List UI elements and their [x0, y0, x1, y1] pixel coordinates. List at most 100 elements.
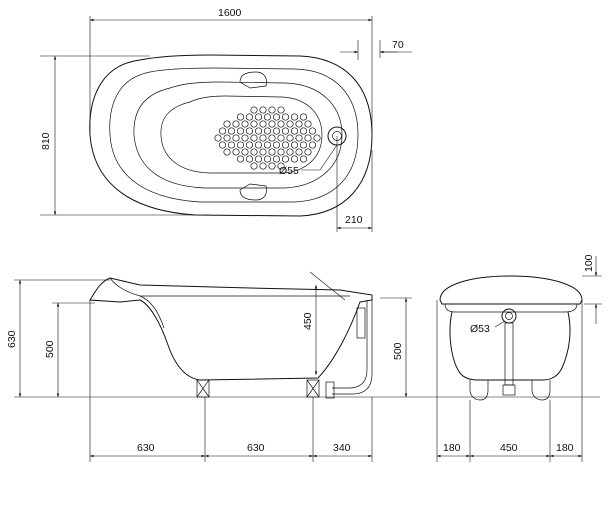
anti-slip-dot [227, 141, 236, 149]
anti-slip-dot [223, 148, 231, 156]
waste-outer [501, 308, 517, 324]
anti-slip-dot [290, 141, 299, 149]
anti-slip-dot [250, 134, 258, 142]
anti-slip-dot [290, 155, 299, 163]
anti-slip-dot [299, 127, 308, 135]
tub-floor [160, 95, 323, 174]
dim-overflow-depth-value: 450 [302, 312, 314, 330]
anti-slip-dot [236, 127, 245, 135]
anti-slip-dot [299, 155, 308, 163]
anti-slip-dot [232, 120, 240, 128]
anti-slip-dot [241, 134, 249, 142]
anti-slip-dot [268, 120, 276, 128]
anti-slip-dot [236, 141, 245, 149]
dim-segment-a-value: 630 [137, 442, 155, 454]
anti-slip-dot [295, 120, 303, 128]
anti-slip-dot [295, 148, 303, 156]
dim-total-height-value: 630 [6, 330, 18, 348]
anti-slip-dot [304, 134, 312, 142]
anti-slip-dot [308, 141, 317, 149]
dim-rim-right-value: 500 [392, 342, 404, 360]
anti-slip-dot [236, 155, 245, 163]
dim-drain-end-value: 70 [392, 39, 404, 51]
anti-slip-dot [250, 162, 258, 170]
anti-slip-dot [254, 127, 263, 135]
side-view: 630 500 450 500 630 630 340 [6, 271, 600, 462]
handle-bottom [239, 183, 267, 201]
anti-slip-dot [245, 141, 254, 149]
anti-slip-dot [241, 120, 249, 128]
dim-overall-length-value: 1600 [218, 7, 242, 19]
anti-slip-dot [281, 155, 290, 163]
anti-slip-dot [281, 141, 290, 149]
anti-slip-dot [259, 134, 267, 142]
anti-slip-dot [304, 148, 312, 156]
waste-inner [505, 312, 513, 320]
anti-slip-dot [272, 141, 281, 149]
anti-slip-dot [214, 134, 222, 142]
anti-slip-dot [268, 106, 276, 114]
anti-slip-dot [259, 106, 267, 114]
dim-right-margin-value: 180 [556, 442, 574, 454]
anti-slip-dot [218, 141, 227, 149]
dim-overall-width-value: 810 [40, 132, 52, 150]
anti-slip-dot [308, 127, 317, 135]
anti-slip-dot [241, 148, 249, 156]
overflow-waste-pipe [332, 300, 373, 395]
anti-slip-dot [268, 134, 276, 142]
dim-rim-lip-value: 100 [583, 254, 595, 272]
anti-slip-dot [272, 113, 281, 121]
anti-slip-dot [277, 148, 285, 156]
tub-outer-rim [89, 54, 373, 217]
anti-slip-dot [223, 134, 231, 142]
anti-slip-dot [236, 113, 245, 121]
anti-slip-dot [245, 113, 254, 121]
dim-segment-c-value: 340 [333, 442, 351, 454]
anti-slip-dot [272, 127, 281, 135]
anti-slip-dot [250, 106, 258, 114]
anti-slip-dot [286, 148, 294, 156]
end-foot-left [469, 380, 489, 401]
anti-slip-dot [268, 162, 276, 170]
drain-diameter-label: Ø55 [279, 165, 299, 177]
anti-slip-dot [304, 120, 312, 128]
tub-inner-rim [109, 67, 359, 203]
anti-slip-dot [232, 134, 240, 142]
anti-slip-dot [218, 127, 227, 135]
anti-slip-dot [277, 106, 285, 114]
dim-center-width-value: 450 [500, 442, 518, 454]
anti-slip-dot [277, 120, 285, 128]
anti-slip-dot [259, 162, 267, 170]
anti-slip-dot [245, 127, 254, 135]
anti-slip-dot [313, 134, 321, 142]
tub-end-rim [439, 275, 583, 305]
anti-slip-dot [281, 127, 290, 135]
anti-slip-dot [245, 155, 254, 163]
dim-segment-b-value: 630 [247, 442, 265, 454]
anti-slip-dot [250, 120, 258, 128]
anti-slip-dot [272, 155, 281, 163]
anti-slip-dot [281, 113, 290, 121]
tub-basin [133, 81, 343, 189]
tub-end-body [449, 311, 571, 381]
anti-slip-dot [299, 113, 308, 121]
anti-slip-dot [254, 155, 263, 163]
anti-slip-dot [263, 141, 272, 149]
waste-diameter-label: Ø53 [470, 323, 490, 335]
anti-slip-dot [227, 127, 236, 135]
anti-slip-dot [286, 120, 294, 128]
handle-top [239, 71, 267, 89]
anti-slip-dot [290, 113, 299, 121]
top-view: Ø55 1600 810 70 210 [40, 7, 412, 232]
anti-slip-dot-pattern [214, 106, 321, 170]
dim-left-margin-value: 180 [443, 442, 461, 454]
anti-slip-dot [295, 134, 303, 142]
anti-slip-dot [277, 134, 285, 142]
anti-slip-dot [263, 113, 272, 121]
anti-slip-dot [286, 134, 294, 142]
anti-slip-dot [259, 120, 267, 128]
dim-drain-base-value: 210 [345, 214, 363, 226]
anti-slip-dot [277, 162, 285, 170]
anti-slip-dot [263, 155, 272, 163]
anti-slip-dot [268, 148, 276, 156]
